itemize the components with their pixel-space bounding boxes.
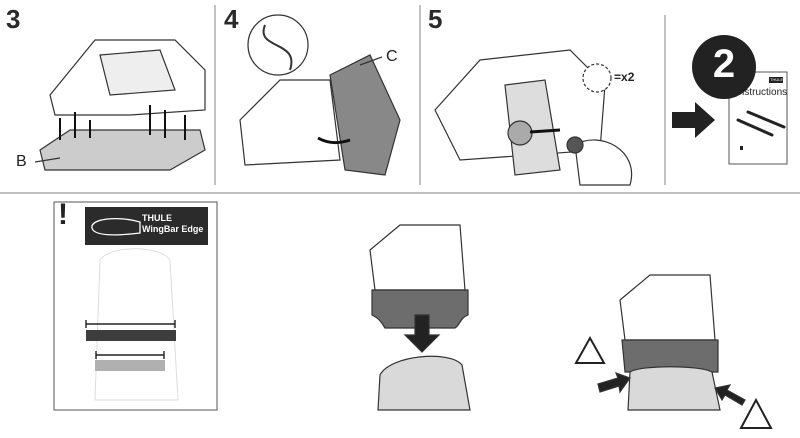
step-number: 3 (6, 4, 21, 34)
document-number: 2 (712, 42, 736, 86)
document-title: Instructions (736, 87, 788, 98)
pad-drawing-2 (574, 274, 773, 429)
arrow-right-icon (672, 102, 715, 138)
brand-tag: THULE (770, 77, 784, 82)
product-badge: THULE WingBar Edge (142, 213, 203, 235)
equals-sign: = (614, 70, 622, 84)
step5-drawing (434, 49, 633, 186)
warning-mark: ! (58, 198, 68, 231)
quantity-label: =x2 (614, 70, 634, 84)
arrow-icon (597, 371, 631, 394)
step-number: 4 (224, 4, 239, 34)
pad-drawing-1 (369, 224, 471, 411)
arrow-icon (714, 384, 746, 406)
product-brand: THULE (142, 213, 172, 223)
quantity-value: x2 (621, 70, 635, 84)
step3-foot-drawing (34, 39, 206, 171)
panel-dividers (0, 5, 800, 194)
warning-panel (53, 201, 218, 411)
warning-triangle-icon (739, 397, 773, 429)
callout-c: C (386, 48, 398, 65)
warning-triangle-icon (574, 335, 606, 364)
step-number: 5 (428, 4, 443, 34)
product-name: WingBar Edge (142, 224, 204, 234)
callout-b: B (16, 153, 27, 170)
arrow-down-icon (403, 314, 441, 353)
next-instructions-drawing (672, 35, 788, 165)
step4-drawing (239, 14, 401, 176)
